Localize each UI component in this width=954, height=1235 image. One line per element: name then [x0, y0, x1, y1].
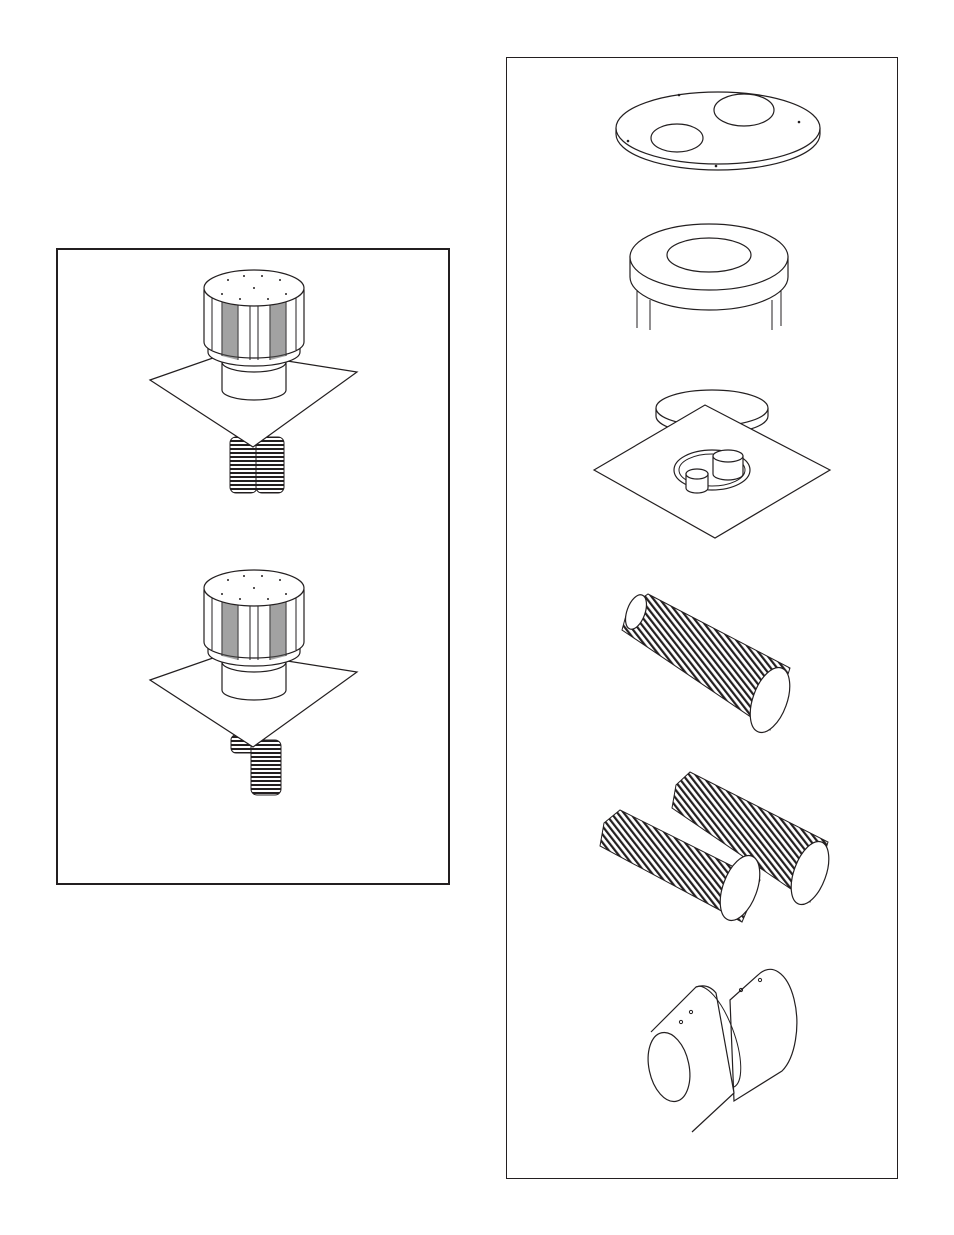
pipe-coupler	[642, 969, 797, 1132]
assembled-termination-cap-a	[150, 270, 357, 493]
flexible-liner-pair	[600, 772, 836, 926]
flashing-with-adapters	[594, 390, 830, 538]
top-plate-two-holes	[616, 92, 820, 170]
storm-collar	[630, 224, 788, 330]
assembled-termination-cap-b	[150, 570, 357, 795]
flexible-liner-single	[621, 592, 797, 738]
